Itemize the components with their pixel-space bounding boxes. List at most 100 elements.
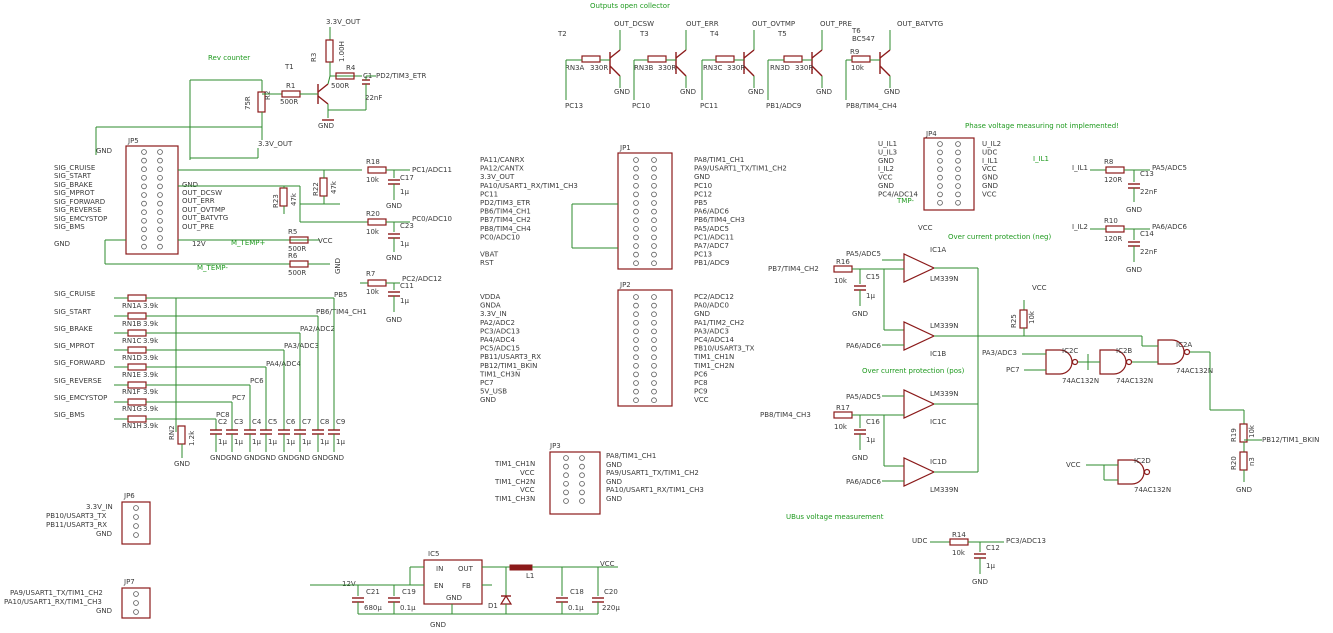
label-ic2d-part: 74AC132N (1134, 486, 1171, 494)
cap-gnd: GND (328, 454, 344, 462)
connector-pin (141, 192, 147, 198)
row-rn-value: 3.9k (143, 337, 159, 345)
connector-pin (633, 380, 639, 386)
label-gnd-c17: GND (386, 202, 402, 210)
cap-value: 1µ (302, 438, 311, 446)
label-c21: C21 (366, 588, 380, 596)
jp1-left-label: PA12/CANTX (480, 165, 524, 173)
row-sig: SIG_START (54, 308, 92, 316)
label-pc10: PC10 (632, 102, 650, 110)
label-c23-value: 1µ (400, 240, 409, 248)
connector-pin (141, 183, 147, 190)
jp4-right-label: UDC (982, 148, 998, 156)
label-ic5-gnd: GND (446, 594, 462, 602)
jp4-right-label: GND (982, 182, 998, 190)
label-r3: R3 (310, 53, 318, 62)
connector-pin (633, 345, 639, 352)
jp2-left-label: PB12/TIM1_BKIN (480, 362, 537, 370)
connector-pin (651, 234, 657, 241)
connector-pin (141, 200, 147, 207)
resistor-r23 (279, 187, 288, 207)
divider-row: SIG_FORWARD RN1E 3.9k PA4/ADC4 (54, 359, 301, 379)
label-c16-value: 1µ (866, 436, 875, 444)
connector-pin (157, 183, 163, 190)
cap-gnd: GND (226, 454, 242, 462)
cap-label: C8 (320, 418, 329, 426)
jp1-left-label: PB6/TIM4_CH1 (480, 208, 531, 216)
jp2-right-label: PA3/ADC3 (694, 327, 729, 335)
row-rn-value: 3.9k (143, 354, 159, 362)
label-r18: R18 (366, 158, 380, 166)
cap-gnd: GND (210, 454, 226, 462)
connector-pin (937, 166, 943, 173)
jp6-p1: 3.3V_IN (86, 503, 113, 511)
connector-pin (133, 505, 139, 511)
note-m-temp-plus: M_TEMP+ (231, 239, 265, 247)
jp1-left-label: PA11/CANRX (480, 156, 525, 164)
connector-pin (633, 234, 639, 241)
label-gnd-t1: GND (318, 122, 334, 130)
jp3-l4: VCC (520, 486, 535, 494)
label-i-il1: I_IL1 (1072, 164, 1088, 172)
label-rn2: RN2 (168, 425, 176, 440)
note-oc-pos: Over current protection (pos) (862, 367, 965, 375)
jp5-sig-emcystop: SIG_EMCYSTOP (54, 215, 107, 223)
jp5-out-gnd: GND (182, 181, 198, 189)
label-r4: R4 (346, 64, 356, 72)
nand-ic2a (1157, 339, 1185, 365)
label-ic1a-part: LM339N (930, 275, 959, 283)
il-sense: I_IL1 R8 120R PA5/ADC5 C13 22nF GND I_IL… (1072, 158, 1187, 274)
resistor-r6 (289, 260, 309, 268)
jp2-body (617, 289, 673, 407)
divider-row: SIG_CRUISE RN1A 3.9k PB5 (54, 290, 347, 310)
jp1-right-label: PB5 (694, 199, 707, 207)
connector-pin (157, 175, 163, 181)
connector-pin (955, 191, 961, 198)
label-vcc-ic2d: VCC (1066, 461, 1081, 469)
jp2-right-label: GND (694, 310, 710, 318)
row-sig: SIG_BMS (54, 411, 85, 419)
label-r5: R5 (288, 228, 297, 236)
connector-pin (157, 226, 163, 233)
resistor-r7 (367, 279, 387, 287)
note-oc-neg: Over current protection (neg) (948, 233, 1051, 241)
jp2-right-label: PA0/ADC0 (694, 302, 729, 310)
resistor-rn1b (127, 312, 147, 320)
connector-pin (133, 600, 139, 606)
caps-row: C21µGNDC31µGNDC41µGNDC51µGNDC61µGNDC71µG… (210, 418, 345, 462)
resistor-r10 (1105, 225, 1125, 233)
label-out-err: OUT_ERR (686, 20, 719, 28)
connector-jp6: JP6 3.3V_IN PB10/USART3_TX PB11/USART3_R… (46, 492, 151, 545)
cap-value: 1µ (336, 438, 345, 446)
connector-pin (633, 208, 639, 215)
label-c15-value: 1µ (866, 292, 875, 300)
label-r8: R8 (1104, 158, 1113, 166)
label-r23: R23 (272, 194, 280, 208)
jp2-right-label: PC9 (694, 388, 708, 396)
jp5-sig-mprot: SIG_MPROT (54, 189, 95, 197)
row-rn: RN1B (122, 320, 142, 328)
label-pb8-cmp: PB8/TIM4_CH3 (760, 411, 811, 419)
cap-gnd: GND (244, 454, 260, 462)
resistor-r17 (833, 411, 853, 419)
label-jp4: JP4 (925, 130, 937, 138)
label-ic1d-part: LM339N (930, 486, 959, 494)
label-r16-value: 10k (834, 277, 848, 285)
label-rn3c-value: 330R (727, 64, 745, 72)
connector-pin (563, 463, 569, 470)
connector-pin (579, 498, 585, 504)
label-pa5-adc5: PA5/ADC5 (1152, 164, 1187, 172)
connector-pin (563, 472, 569, 479)
connector-pin (633, 157, 639, 163)
label-c13: C13 (1140, 170, 1154, 178)
connector-jp1: JP1 PA11/CANRXPA12/CANTX3.3V_OUTPA10/USA… (480, 144, 787, 270)
connector-pin (157, 218, 163, 224)
label-c11-value: 1µ (400, 297, 409, 305)
connector-pin (633, 226, 639, 232)
label-jp5: JP5 (127, 137, 139, 145)
label-ic5-in: IN (436, 565, 443, 573)
jp3-r1: PA8/TIM1_CH1 (606, 452, 656, 460)
row-sig: SIG_EMCYSTOP (54, 394, 107, 402)
label-r20: R20 (366, 210, 380, 218)
